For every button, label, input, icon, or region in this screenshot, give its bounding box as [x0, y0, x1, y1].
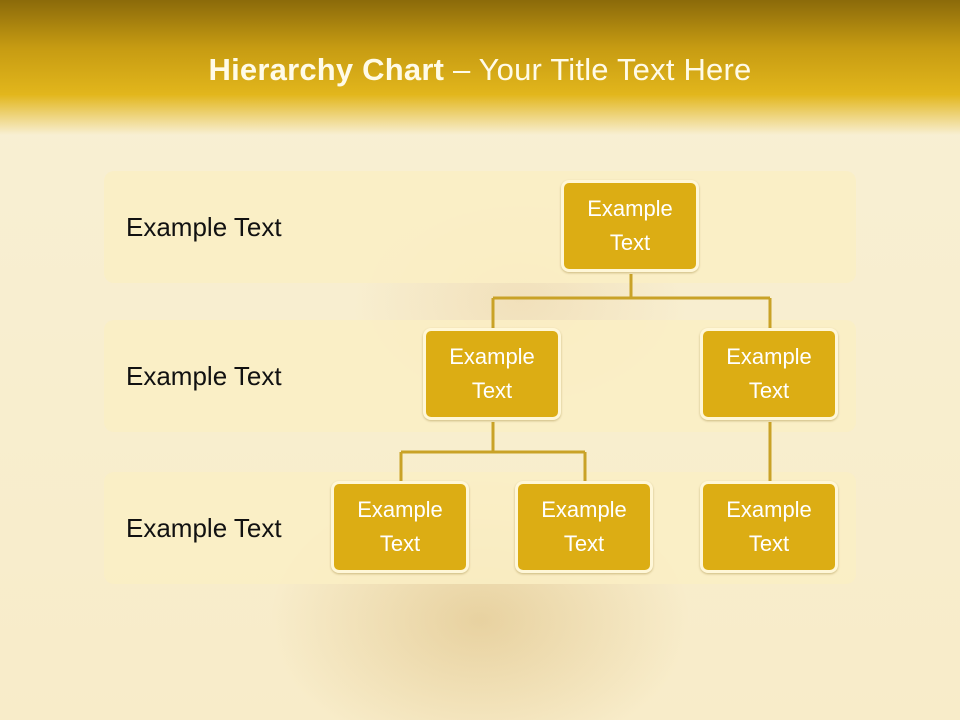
node-level3-c-text: Example Text — [726, 497, 812, 556]
node-level3-b-text: Example Text — [541, 497, 627, 556]
node-level3-a-text: Example Text — [357, 497, 443, 556]
node-root[interactable]: Example Text — [561, 180, 699, 272]
title-bold-text: Hierarchy Chart — [208, 52, 445, 87]
node-level2-left[interactable]: Example Text — [423, 328, 561, 420]
title-rest-text: – Your Title Text Here — [444, 52, 752, 87]
level-label-3[interactable]: Example Text — [126, 512, 282, 543]
slide-title[interactable]: Hierarchy Chart – Your Title Text Here — [0, 52, 960, 88]
node-level3-c[interactable]: Example Text — [700, 481, 838, 573]
level-label-1[interactable]: Example Text — [126, 211, 282, 242]
level-band-1: Example Text — [104, 171, 856, 283]
node-level2-left-text: Example Text — [449, 344, 535, 403]
node-level3-a[interactable]: Example Text — [331, 481, 469, 573]
node-level2-right-text: Example Text — [726, 344, 812, 403]
node-root-text: Example Text — [587, 196, 673, 255]
level-label-2[interactable]: Example Text — [126, 360, 282, 391]
node-level2-right[interactable]: Example Text — [700, 328, 838, 420]
title-bar — [0, 0, 960, 135]
node-level3-b[interactable]: Example Text — [515, 481, 653, 573]
